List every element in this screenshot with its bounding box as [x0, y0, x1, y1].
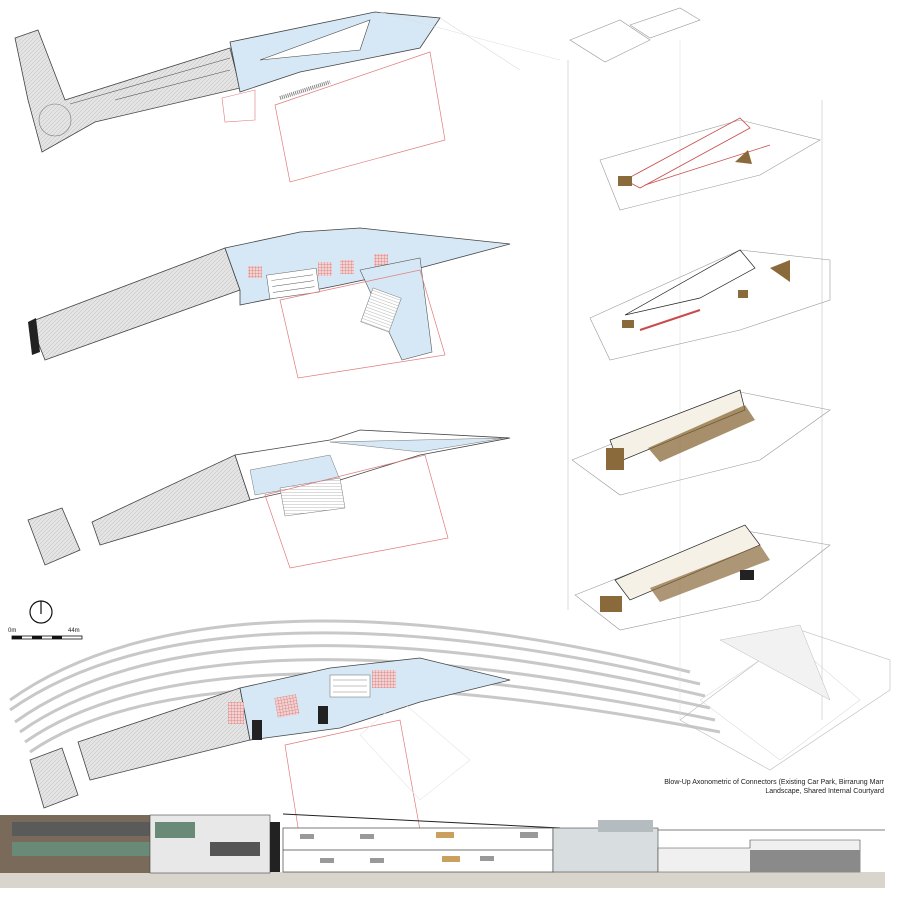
axo-layer-4 [574, 524, 831, 631]
axo-layer-2 [589, 249, 831, 361]
plan-level-1 [14, 11, 561, 183]
scale-end-label: 44m [68, 628, 80, 634]
exploded-axonometric [567, 7, 891, 771]
axo-base [679, 624, 891, 771]
scale-bar [11, 635, 83, 640]
plan-level-3 [27, 429, 511, 569]
scale-start-label: 0m [8, 628, 17, 634]
axonometric-caption: Blow-Up Axonometric of Connectors (Exist… [664, 779, 884, 795]
axo-layer-3 [571, 389, 831, 496]
plan-level-2 [28, 227, 511, 379]
axo-layer-1 [599, 117, 821, 211]
long-section [0, 813, 885, 888]
north-arrow [29, 600, 53, 624]
plan-level-ground [9, 619, 721, 841]
